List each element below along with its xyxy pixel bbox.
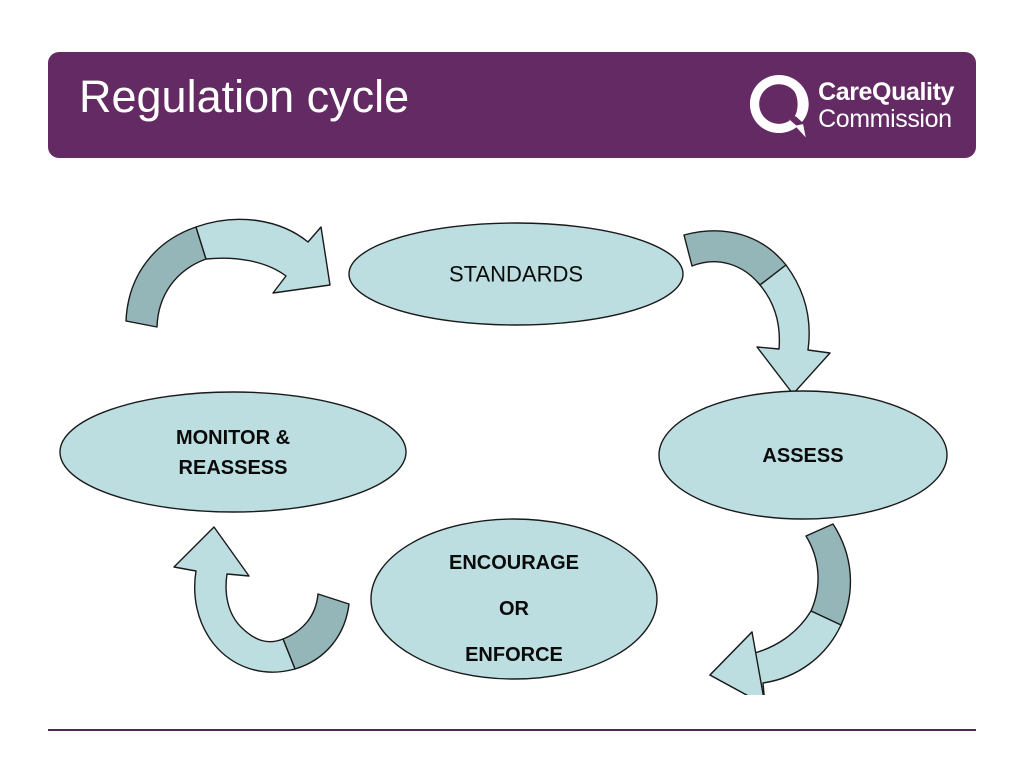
- arrow-head-light: [756, 264, 831, 395]
- node-label-line: STANDARDS: [449, 262, 583, 287]
- node-label-line: ASSESS: [762, 445, 843, 467]
- footer-divider: [48, 729, 976, 731]
- node-shape: [59, 391, 407, 513]
- arrow-standards-to-assess: [683, 230, 831, 395]
- node-label-line: ENCOURAGE: [449, 552, 579, 574]
- node-label-line: REASSESS: [179, 457, 288, 479]
- cqc-q-logo-icon: [750, 74, 809, 138]
- arrow-tail-dark: [282, 593, 350, 670]
- node-label-line: MONITOR &: [176, 427, 290, 449]
- node-label-line: ENFORCE: [465, 644, 563, 666]
- node-assess[interactable]: ASSESS: [658, 390, 948, 520]
- node-shape: [348, 222, 684, 326]
- logo-wordmark: CareQuality Commission: [818, 80, 954, 132]
- page-title: Regulation cycle: [79, 71, 410, 122]
- logo-line-commission: Commission: [818, 105, 952, 133]
- arrow-tail-dark: [805, 523, 852, 626]
- header-bar: Regulation cycle CareQuality Commission: [48, 52, 976, 158]
- arrow-assess-to-encourage: [709, 523, 852, 695]
- arrow-head-light: [195, 218, 331, 294]
- regulation-cycle-diagram: STANDARDS ASSESS ENCOURAGE OR ENFORCE MO…: [0, 175, 1024, 695]
- cqc-logo: CareQuality Commission: [746, 72, 954, 140]
- node-standards[interactable]: STANDARDS: [348, 222, 684, 326]
- arrow-monitor-to-standards: [125, 218, 331, 328]
- arrow-head-light: [173, 526, 296, 673]
- arrow-tail-dark: [125, 226, 207, 328]
- node-encourage-or-enforce[interactable]: ENCOURAGE OR ENFORCE: [370, 518, 658, 680]
- node-shape: [370, 518, 658, 680]
- arrow-head-triangle: [709, 631, 764, 695]
- node-label-line: OR: [499, 598, 530, 620]
- logo-line-care-quality: CareQuality: [818, 78, 954, 106]
- node-monitor-reassess[interactable]: MONITOR & REASSESS: [59, 391, 407, 513]
- node-shape: [658, 390, 948, 520]
- arrow-encourage-to-monitor: [173, 526, 350, 673]
